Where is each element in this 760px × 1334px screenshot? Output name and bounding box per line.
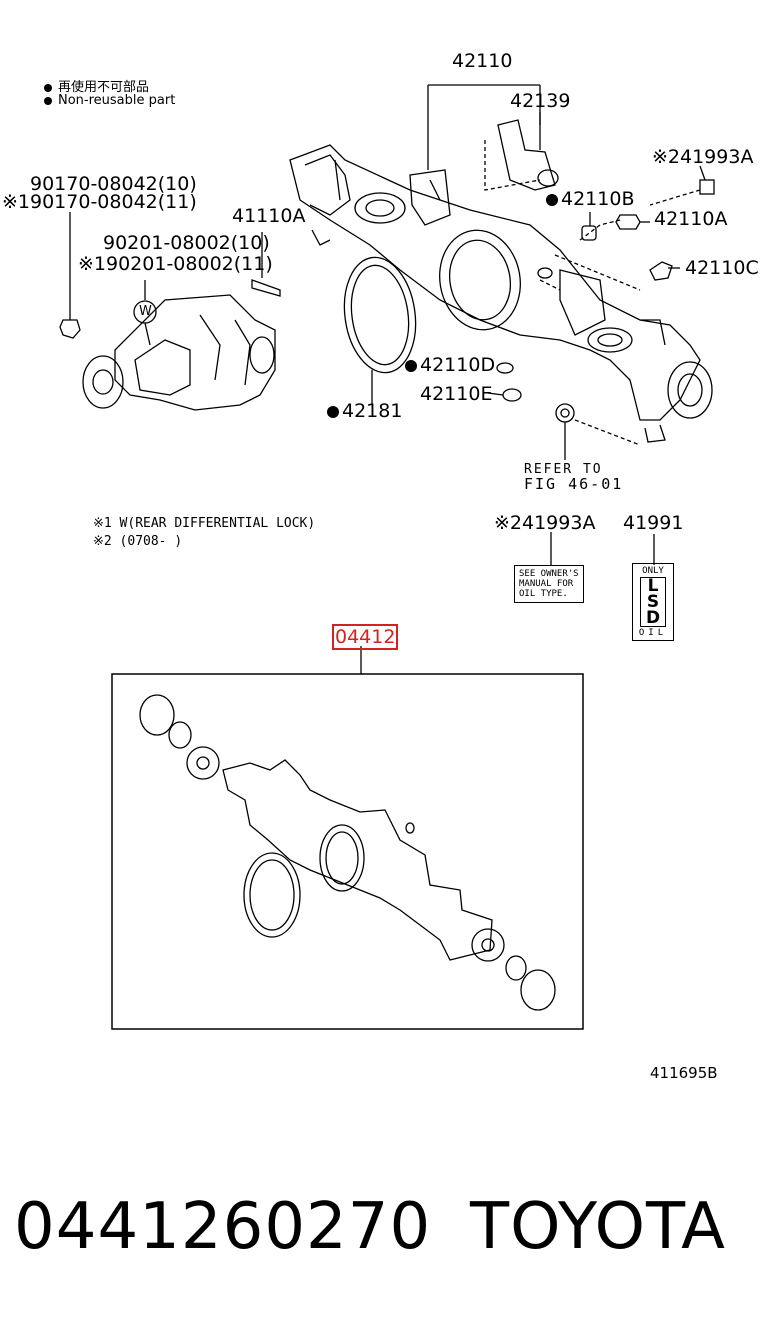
lsd-letter-box: L S D bbox=[640, 577, 666, 627]
bullet-icon bbox=[44, 83, 52, 92]
refer-line-2[interactable]: FIG 46-01 bbox=[524, 475, 624, 493]
callout-90201-11[interactable]: ※190201-08002(11) bbox=[78, 253, 273, 275]
footer-part-number: 0441260270 bbox=[14, 1190, 432, 1264]
footer-brand: TOYOTA bbox=[470, 1190, 726, 1264]
lsd-oil-label: ONLY L S D OIL bbox=[632, 563, 674, 641]
kit-part-number[interactable]: 04412 bbox=[332, 624, 399, 650]
callout-42110[interactable]: 42110 bbox=[452, 50, 513, 72]
callout-41993a-bottom[interactable]: ※241993A bbox=[494, 512, 596, 534]
non-reusable-dot-icon bbox=[546, 193, 558, 206]
callout-90201-10[interactable]: 90201-08002(10) bbox=[103, 232, 270, 254]
callout-90170-11[interactable]: ※190170-08042(11) bbox=[2, 191, 197, 213]
callout-42110b[interactable]: 42110B bbox=[546, 188, 634, 210]
callout-42110c[interactable]: 42110C bbox=[685, 257, 759, 279]
oil-type-label: SEE OWNER'S MANUAL FOR OIL TYPE. bbox=[514, 565, 584, 603]
w-mark-label: W bbox=[139, 304, 152, 319]
callout-42110e[interactable]: 42110E bbox=[420, 383, 493, 405]
callout-41991[interactable]: 41991 bbox=[623, 512, 684, 534]
bullet-icon bbox=[44, 96, 52, 105]
callout-42110d[interactable]: 42110D bbox=[405, 354, 495, 376]
callout-42181[interactable]: 42181 bbox=[327, 400, 402, 422]
callout-42110a-right[interactable]: 42110A bbox=[654, 208, 728, 230]
diagram-id: 411695B bbox=[650, 1064, 718, 1082]
legend-jp: 再使用不可部品 bbox=[44, 76, 149, 95]
non-reusable-dot-icon bbox=[405, 359, 417, 372]
callout-90170-10[interactable]: 90170-08042(10) bbox=[30, 173, 197, 195]
callout-41110a[interactable]: 41110A bbox=[232, 205, 306, 227]
callout-41993a-top[interactable]: ※241993A bbox=[652, 146, 754, 168]
legend-en: Non-reusable part bbox=[44, 93, 175, 108]
refer-line-1[interactable]: REFER TO bbox=[524, 462, 603, 477]
note-2: ※2 (0708- ) bbox=[93, 534, 183, 549]
callout-42139[interactable]: 42139 bbox=[510, 90, 571, 112]
note-1: ※1 W(REAR DIFFERENTIAL LOCK) bbox=[93, 516, 316, 531]
non-reusable-dot-icon bbox=[327, 405, 339, 418]
